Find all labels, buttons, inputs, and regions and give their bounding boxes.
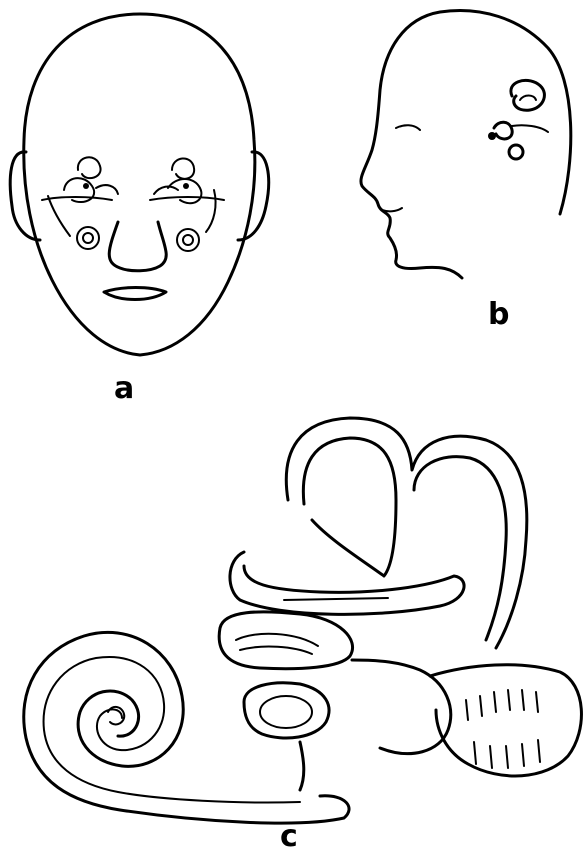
profile-labyrinth [488, 80, 548, 159]
endolymphatic-sac-folds [466, 690, 540, 768]
panel-label-a: a [114, 374, 134, 404]
ductus-reuniens [300, 742, 304, 790]
panel-label-b: b [488, 300, 509, 330]
utricle-macula [236, 634, 318, 654]
panel-a-frontal-head [10, 14, 268, 355]
panel-label-c: c [280, 822, 298, 852]
cochlear-duct-inner [44, 657, 300, 803]
panel-c-labyrinth-detail [24, 418, 582, 823]
profile-mouth [382, 208, 402, 211]
horizontal-canal-dashes [284, 598, 388, 600]
nose [109, 222, 166, 271]
mouth [104, 288, 166, 300]
profile-eye [396, 125, 420, 130]
right-eye-line [150, 197, 224, 200]
semicircular-canal-inner [303, 438, 396, 576]
panel-b-profile-head [361, 11, 571, 279]
endolymphatic-sac [430, 665, 581, 776]
utricle [219, 612, 352, 669]
left-labyrinth [48, 157, 118, 249]
horizontal-canal [230, 552, 464, 614]
saccule [244, 683, 329, 738]
frontal-head-outline [24, 14, 255, 355]
saccule-macula [260, 696, 312, 728]
profile-head-outline [361, 11, 571, 279]
left-eye-line [42, 197, 112, 200]
posterior-canal-inner [414, 457, 506, 640]
cochlear-duct-outer [24, 632, 349, 823]
